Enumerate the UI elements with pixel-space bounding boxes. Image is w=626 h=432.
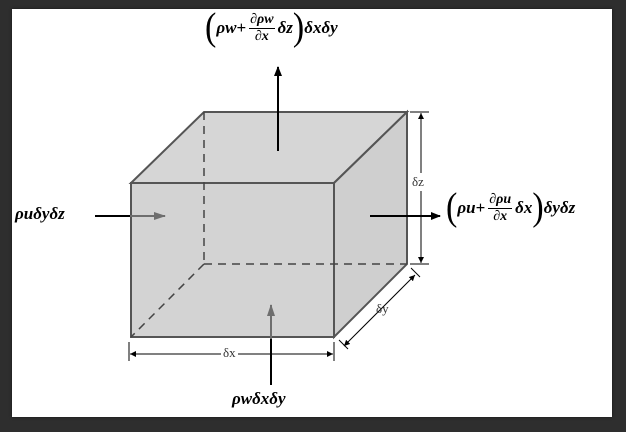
top-term: ρw+ [216,18,247,37]
top-suffix: δxδy [304,18,338,37]
dim-y-tick-back [410,267,421,278]
cube-front-face [130,182,335,338]
right-open-paren: ( [446,186,458,229]
dim-z-label: δz [412,173,424,191]
right-delta: δx [515,198,533,217]
diagram-panel: ( ρw+ ∂ρw ∂x δz ) δxδy ( ρu+ ∂ρu ∂x δx )… [12,6,612,417]
dim-x-label: δx [221,345,238,361]
right-fraction-denominator: ∂x [493,208,508,224]
top-fraction-numerator: ∂ρw [249,12,275,29]
right-fraction: ∂ρu ∂x [488,192,513,224]
dim-y-tick-front [338,339,349,350]
dim-y-line [343,274,416,347]
top-close-paren: ) [292,6,305,49]
top-fraction: ∂ρw ∂x [249,12,275,44]
right-term: ρu+ [457,198,486,217]
right-flux-label: ( ρu+ ∂ρu ∂x δx ) δyδz [446,186,576,229]
right-close-paren: ) [532,186,544,229]
top-open-paren: ( [205,6,217,49]
top-flux-label: ( ρw+ ∂ρw ∂x δz ) δxδy [205,6,338,49]
top-delta: δz [277,18,293,37]
control-volume-drawing [95,66,441,385]
top-fraction-denominator: ∂x [254,28,269,44]
left-flux-label: ρuδyδz [15,204,65,223]
bottom-flux-label: ρwδxδy [232,389,286,408]
right-fraction-numerator: ∂ρu [488,192,513,209]
dim-y-label: δy [376,301,389,316]
right-suffix: δyδz [543,198,576,217]
hidden-edge-diagonal [130,263,205,338]
